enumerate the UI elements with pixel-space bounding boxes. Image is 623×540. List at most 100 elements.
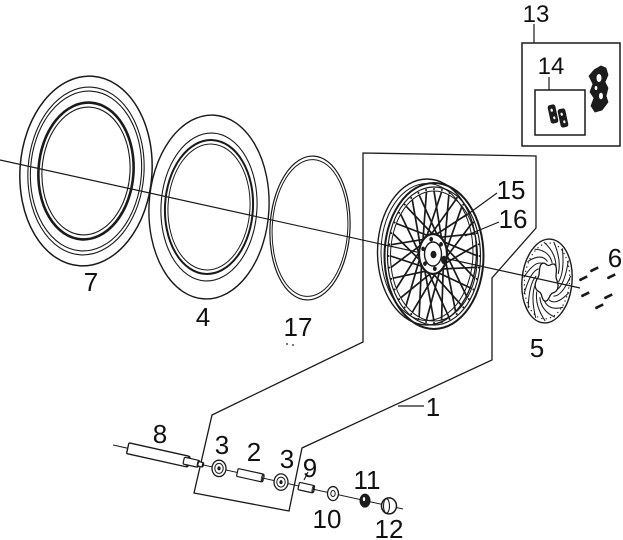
bolt-head — [590, 269, 593, 273]
tube-ring — [167, 143, 251, 271]
spoke-nipple — [455, 196, 458, 199]
disc-drill-holes — [523, 242, 571, 320]
seal-left-center — [217, 466, 221, 471]
disc-slot — [553, 241, 560, 275]
caliper-box-13 — [521, 42, 621, 147]
bolt — [580, 275, 588, 281]
bolt-head — [607, 276, 610, 280]
spoke — [424, 191, 443, 241]
bolt-head — [581, 294, 584, 298]
disc-slot — [534, 248, 553, 263]
caliper-slot — [594, 86, 598, 90]
disc-group — [521, 238, 573, 324]
bolt-head — [595, 306, 598, 310]
rim-band — [269, 155, 351, 301]
disc-center-hole — [534, 262, 559, 303]
spoke — [432, 213, 468, 238]
spoke — [444, 205, 463, 255]
spacer-end — [260, 473, 265, 483]
part-label-4: 4 — [196, 302, 210, 332]
part-label-7: 7 — [84, 267, 98, 297]
bolt — [605, 293, 613, 299]
spoke — [392, 269, 430, 280]
disc-slot — [539, 297, 556, 318]
leader-9 — [303, 471, 309, 481]
spoke — [444, 250, 469, 299]
spoke-nipple — [425, 189, 428, 192]
caliper-body — [588, 65, 609, 113]
spoke — [425, 267, 442, 321]
disc-slot — [523, 262, 543, 278]
spoke-nipple — [388, 243, 391, 246]
spoke — [443, 256, 457, 313]
spoke — [430, 270, 463, 307]
spoke-nipple — [388, 266, 391, 269]
spoke-nipple — [462, 306, 465, 309]
bolt — [608, 273, 616, 279]
spoke-nipple — [393, 288, 396, 291]
pads-box-14 — [534, 89, 586, 136]
spoke-nipple — [477, 266, 480, 269]
spacer-body — [236, 468, 264, 483]
seal-right-center — [279, 480, 283, 485]
stray-dot — [286, 343, 288, 345]
spoke — [434, 270, 473, 290]
pad — [547, 104, 559, 124]
back-rim — [376, 178, 478, 326]
spoke-nipple — [448, 317, 451, 320]
part-label-3b: 3 — [280, 444, 294, 474]
disc-slot — [553, 275, 572, 297]
collar-end — [311, 485, 316, 494]
spoke — [390, 255, 426, 269]
brake-pads — [547, 104, 569, 128]
spoke — [418, 194, 440, 240]
spoke — [440, 239, 478, 257]
hub-flange-hole — [432, 266, 437, 272]
part-label-11: 11 — [354, 465, 381, 495]
brake-disc — [521, 238, 573, 324]
pad-mark — [560, 112, 563, 116]
spoke-nipple — [403, 306, 406, 309]
spoke-nipple — [390, 232, 393, 235]
seal-right-mid — [276, 476, 286, 488]
hub-flange-hole — [439, 242, 443, 247]
spoke — [421, 191, 428, 246]
spoke-nipple — [472, 221, 475, 224]
part-label-13: 13 — [523, 1, 550, 28]
spoke — [400, 270, 434, 299]
tire-ring — [41, 106, 131, 236]
caliper-slot — [599, 92, 603, 100]
part-label-12: 12 — [375, 514, 404, 540]
spoke-nipple — [417, 317, 420, 320]
part-label-2: 2 — [247, 437, 261, 467]
part-label-17: 17 — [284, 312, 313, 342]
disc-slot — [543, 241, 557, 268]
spoke — [395, 247, 423, 289]
hub-flange-hole — [423, 261, 427, 266]
spoke — [443, 222, 473, 261]
tire-ring — [29, 90, 143, 252]
axle-nut-face — [382, 498, 391, 514]
disc-slot — [523, 268, 539, 295]
disc-slot — [535, 291, 546, 322]
spoke-nipple — [440, 320, 443, 323]
spacer — [236, 468, 265, 483]
leader-15 — [463, 192, 498, 218]
spoke-nipple — [433, 188, 435, 190]
pad-body — [547, 104, 559, 124]
spoke — [411, 270, 438, 313]
bolt — [596, 303, 604, 309]
lock-nut-highlight — [362, 497, 366, 502]
disc-slot — [532, 283, 537, 318]
axle-hardware — [126, 442, 398, 515]
spoke-nipple — [477, 243, 480, 246]
spoke — [418, 259, 423, 318]
tire — [19, 75, 153, 267]
spoke — [392, 233, 424, 264]
spoke-nipple — [455, 313, 458, 316]
band-ring — [269, 155, 351, 301]
axle-stub — [441, 255, 447, 265]
spoke-nipple — [475, 277, 478, 280]
tube-rings — [148, 114, 270, 300]
